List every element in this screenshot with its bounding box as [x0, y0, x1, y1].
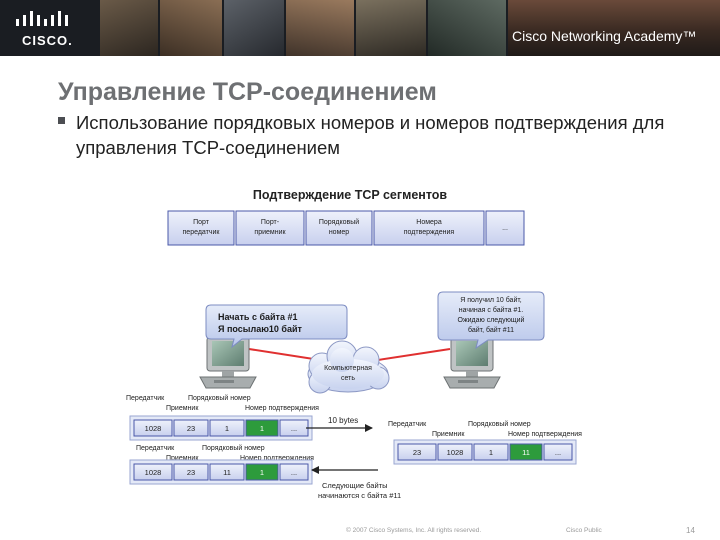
segment-header-title: Подтверждение TCP сегментов	[253, 188, 448, 202]
seg3-label-receiver: Приемник	[432, 431, 465, 438]
bubble-right-line-1: Я получил 10 байт,	[460, 296, 522, 304]
seg3-label-sender: Передатчик	[388, 421, 427, 428]
bullet-square-icon	[58, 117, 65, 124]
link-right	[377, 348, 451, 361]
arrow-bottom-label-2: начинаются с байта #11	[318, 491, 401, 500]
segment-header: Порт передатчик Порт-приемник Порядковый ном…	[167, 210, 525, 246]
seg2-field-4: 1	[245, 463, 279, 481]
bubble-right-line-4: байт, байт #11	[468, 326, 514, 334]
seg2-value-4: 1	[260, 468, 264, 477]
seg3-value-1: 23	[413, 448, 421, 457]
seg2-label-ack: Номер подтверждения	[240, 455, 314, 462]
header-banner: CISCO. Cisco Networking Academy™	[0, 0, 720, 56]
seg3-field-1: 23	[397, 443, 437, 461]
cisco-wordmark: CISCO.	[22, 33, 73, 48]
page-number: 14	[686, 526, 695, 535]
seg2-field-5: ...	[279, 463, 309, 481]
seg1-field-4: 1	[245, 419, 279, 437]
segment-1: 1028 23 1 1...	[129, 415, 313, 441]
footer-copyright: © 2007 Cisco Systems, Inc. All rights re…	[346, 527, 482, 534]
seg1-field-1: 1028	[133, 419, 173, 437]
speech-bubble-right	[437, 291, 545, 350]
header-photo-1	[100, 0, 158, 56]
seg1-field-2: 23	[173, 419, 209, 437]
slide-title: Управление TCP-соединением	[58, 78, 437, 106]
header-field-3-line-2: номер	[329, 229, 349, 236]
header-field-3: Порядковый номер	[305, 210, 373, 246]
seg3-value-5: ...	[555, 448, 561, 457]
header-field-4-line-2: подтверждения	[404, 229, 455, 236]
seg3-field-2: 1028	[437, 443, 473, 461]
header-field-1-line-1: Порт	[193, 219, 210, 226]
network-cloud-icon	[307, 340, 390, 394]
seg3-value-2: 1028	[447, 448, 464, 457]
header-field-2-line-1: Порт-	[261, 219, 280, 226]
bullet-text: Использование порядковых номеров и номер…	[76, 112, 665, 158]
header-photo-4	[286, 0, 354, 56]
header-photo-3	[224, 0, 284, 56]
seg2-value-5: ...	[291, 468, 297, 477]
seg3-label-seq: Порядковый номер	[468, 420, 531, 428]
cloud-label-1: Компьютерная	[324, 365, 372, 372]
link-left	[248, 348, 321, 361]
seg2-value-1: 1028	[145, 468, 162, 477]
seg1-field-3: 1	[209, 419, 245, 437]
bubble-right-line-3: Ожидаю следующий	[458, 316, 525, 324]
header-photo-6	[428, 0, 506, 56]
header-field-1: Порт передатчик	[167, 210, 235, 246]
header-photo-5	[356, 0, 426, 56]
seg1-label-seq: Порядковый номер	[188, 394, 251, 402]
seg1-label-receiver: Приемник	[166, 405, 199, 412]
computer-right-icon	[443, 336, 501, 389]
seg1-value-4: 1	[260, 424, 264, 433]
speech-bubble-left	[205, 304, 348, 349]
header-field-5-line-1: ...	[502, 225, 508, 232]
seg2-label-sender: Передатчик	[136, 445, 175, 452]
seg3-label-ack: Номер подтверждения	[508, 431, 582, 438]
seg3-field-4: 11	[509, 443, 543, 461]
header-photo-2	[160, 0, 222, 56]
seg2-field-2: 23	[173, 463, 209, 481]
seg1-label-ack: Номер подтверждения	[245, 405, 319, 412]
seg1-field-5: ...	[279, 419, 309, 437]
seg1-value-2: 23	[187, 424, 195, 433]
seg3-value-4: 11	[522, 448, 530, 457]
seg2-field-3: 11	[209, 463, 245, 481]
arrow-bottom-label-1: Следующие байты	[322, 481, 387, 490]
seg3-value-3: 1	[489, 448, 493, 457]
seg1-value-3: 1	[225, 424, 229, 433]
header-field-4: Номера подтверждения	[373, 210, 485, 246]
seg1-label-sender: Передатчик	[126, 395, 165, 402]
seg2-label-receiver: Приемник	[166, 455, 199, 462]
header-field-5: ...	[485, 210, 525, 246]
header-photo-7	[508, 0, 720, 56]
cloud-label-2: сеть	[341, 375, 355, 382]
footer-public: Cisco Public	[566, 527, 602, 534]
header-field-1-line-2: передатчик	[183, 229, 221, 236]
seg1-value-5: ...	[291, 424, 297, 433]
cisco-logo: CISCO.	[10, 8, 80, 50]
academy-label: Cisco Networking Academy™	[512, 28, 697, 44]
seg2-label-seq: Порядковый номер	[202, 444, 265, 452]
seg2-field-1: 1028	[133, 463, 173, 481]
seg3-field-5: ...	[543, 443, 573, 461]
header-field-2-line-2: приемник	[254, 229, 286, 236]
seg2-value-2: 23	[187, 468, 195, 477]
bubble-left-line-2: Я посылаю10 байт	[218, 324, 302, 334]
cisco-bars-icon	[16, 11, 68, 26]
seg2-value-3: 11	[223, 468, 231, 477]
header-field-4-line-1: Номера	[416, 219, 442, 226]
seg1-value-1: 1028	[145, 424, 162, 433]
header-field-3-line-1: Порядковый	[319, 218, 359, 226]
header-field-2: Порт-приемник	[235, 210, 305, 246]
bubble-right-line-2: начиная с байта #1.	[459, 306, 524, 314]
arrow-top-label: 10 bytes	[328, 416, 358, 425]
bubble-left-line-1: Начать с байта #1	[218, 312, 297, 322]
seg3-field-3: 1	[473, 443, 509, 461]
computer-left-icon	[199, 336, 257, 389]
